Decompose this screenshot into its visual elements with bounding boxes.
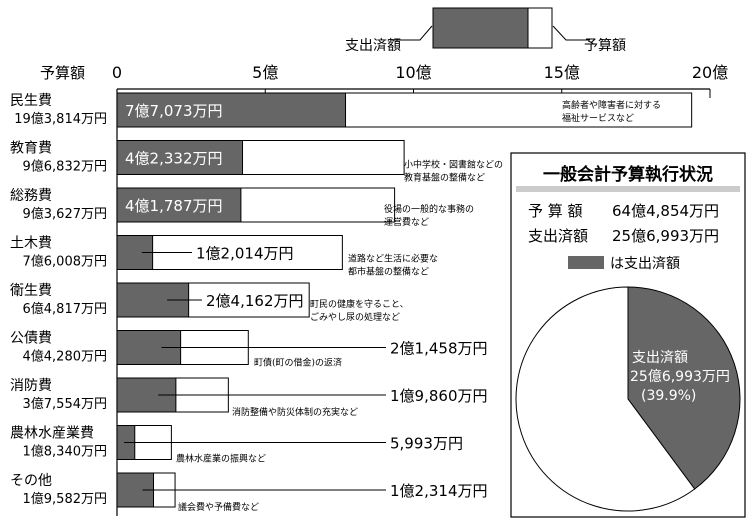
category-budget: 9億3,627万円 bbox=[23, 206, 108, 222]
bar-row: 衛生費 6億4,817万円 2億4,162万円町民の健康を守ること、ごみやし尿の処理… bbox=[10, 282, 409, 323]
legend-budget-swatch bbox=[527, 7, 553, 49]
category-name: 公債費 bbox=[10, 331, 52, 347]
category-description: 農林水産業の振興など bbox=[176, 453, 266, 465]
category-description: ごみやし尿の処理など bbox=[310, 311, 400, 323]
category-description: 議会費や予備費など bbox=[178, 501, 259, 513]
summary-spent-value: 25億6,993万円 bbox=[612, 227, 719, 245]
spent-bar bbox=[116, 92, 347, 128]
category-name: 土木費 bbox=[10, 236, 52, 252]
category-description: 町民の健康を守ること、 bbox=[310, 298, 409, 310]
bar-series: 民生費 19億3,814万円 7億7,073万円 高齢者や障害者に対する福祉サービスな… bbox=[10, 92, 693, 513]
pie-slice-name: 支出済額 bbox=[632, 350, 688, 366]
pie-slice-percent: (39.9%) bbox=[641, 388, 696, 404]
category-name: 農林水産業費 bbox=[10, 426, 94, 442]
category-name: 衛生費 bbox=[10, 283, 52, 299]
category-budget: 3億7,554万円 bbox=[23, 396, 108, 412]
category-description: 都市基盤の整備など bbox=[348, 266, 429, 278]
category-name: 教育費 bbox=[10, 141, 52, 157]
pie-title: 一般会計予算執行状況 bbox=[543, 164, 713, 185]
spent-label: 1億9,860万円 bbox=[390, 387, 488, 405]
legend-spent-label: 支出済額 bbox=[345, 38, 401, 54]
category-name: 民生費 bbox=[10, 93, 52, 109]
category-description: 福祉サービスなど bbox=[562, 112, 634, 124]
bar-row: 民生費 19億3,814万円 7億7,073万円 高齢者や障害者に対する福祉サービスな… bbox=[10, 92, 693, 128]
pie-legend-swatch bbox=[568, 256, 604, 269]
legend-budget-leader bbox=[552, 25, 590, 41]
category-description: 運営費など bbox=[384, 216, 429, 228]
category-description: 高齢者や障害者に対する bbox=[562, 99, 661, 111]
category-description: 道路など生活に必要な bbox=[348, 253, 438, 265]
legend-budget-label: 予算額 bbox=[584, 38, 626, 54]
category-budget: 7億6,008万円 bbox=[23, 254, 108, 270]
category-budget: 1億9,582万円 bbox=[23, 491, 108, 507]
category-budget: 9億6,832万円 bbox=[23, 159, 108, 175]
spent-label: 4億2,332万円 bbox=[125, 150, 223, 168]
category-name: 総務費 bbox=[10, 188, 52, 204]
legend-spent-swatch bbox=[432, 7, 529, 49]
summary-budget-value: 64億4,854万円 bbox=[612, 202, 719, 220]
x-tick-label: 20億 bbox=[692, 63, 728, 82]
category-description: 町債(町の借金)の返済 bbox=[254, 357, 342, 369]
spent-label: 2億1,458万円 bbox=[390, 340, 488, 358]
category-description: 役場の一般的な事務の bbox=[384, 203, 474, 215]
spent-label: 4億1,787万円 bbox=[125, 197, 223, 215]
x-tick-label: 0 bbox=[112, 63, 122, 82]
pie-chart bbox=[515, 286, 741, 512]
spent-label: 7億7,073万円 bbox=[125, 102, 223, 120]
pie-slice-value: 25億6,993万円 bbox=[630, 369, 730, 385]
axis-label: 予算額 bbox=[40, 64, 85, 82]
category-name: 消防費 bbox=[10, 378, 52, 394]
category-budget: 6億4,817万円 bbox=[23, 301, 108, 317]
legend: 支出済額 予算額 bbox=[345, 7, 626, 54]
pie-title-underline bbox=[516, 186, 740, 192]
spent-label: 1億2,314万円 bbox=[390, 482, 488, 500]
summary-spent-label: 支出済額 bbox=[528, 227, 588, 245]
spent-bar bbox=[116, 187, 242, 223]
x-tick-label: 15億 bbox=[544, 63, 580, 82]
summary-budget-label: 予 算 額 bbox=[528, 202, 583, 220]
x-tick-label: 5億 bbox=[252, 63, 278, 82]
category-description: 消防整備や防災体制の充実など bbox=[232, 406, 358, 418]
spent-bar bbox=[116, 140, 244, 175]
category-description: 小中学校・図書館などの bbox=[404, 159, 503, 171]
pie-slice bbox=[515, 286, 696, 512]
pie-slice bbox=[627, 286, 741, 490]
legend-spent-leader bbox=[390, 25, 433, 41]
category-name: その他 bbox=[10, 473, 52, 489]
category-budget: 1億8,340万円 bbox=[23, 444, 108, 460]
spent-label: 1億2,014万円 bbox=[196, 245, 294, 263]
category-budget: 4億4,280万円 bbox=[23, 349, 108, 365]
category-budget: 19億3,814万円 bbox=[14, 111, 107, 127]
x-tick-label: 10億 bbox=[395, 63, 431, 82]
category-description: 教育基盤の整備など bbox=[404, 172, 485, 184]
spent-label: 2億4,162万円 bbox=[206, 292, 304, 310]
bar-row: 教育費 9億6,832万円 4億2,332万円小中学校・図書館などの教育基盤の整備な… bbox=[10, 140, 503, 184]
pie-legend-text: は支出済額 bbox=[610, 256, 680, 272]
spent-label: 5,993万円 bbox=[390, 435, 463, 453]
spent-label-bg bbox=[194, 242, 296, 263]
spent-label-bg bbox=[204, 290, 306, 310]
pie-panel: 一般会計予算執行状況 予 算 額 64億4,854万円 支出済額 25億6,99… bbox=[510, 152, 746, 518]
